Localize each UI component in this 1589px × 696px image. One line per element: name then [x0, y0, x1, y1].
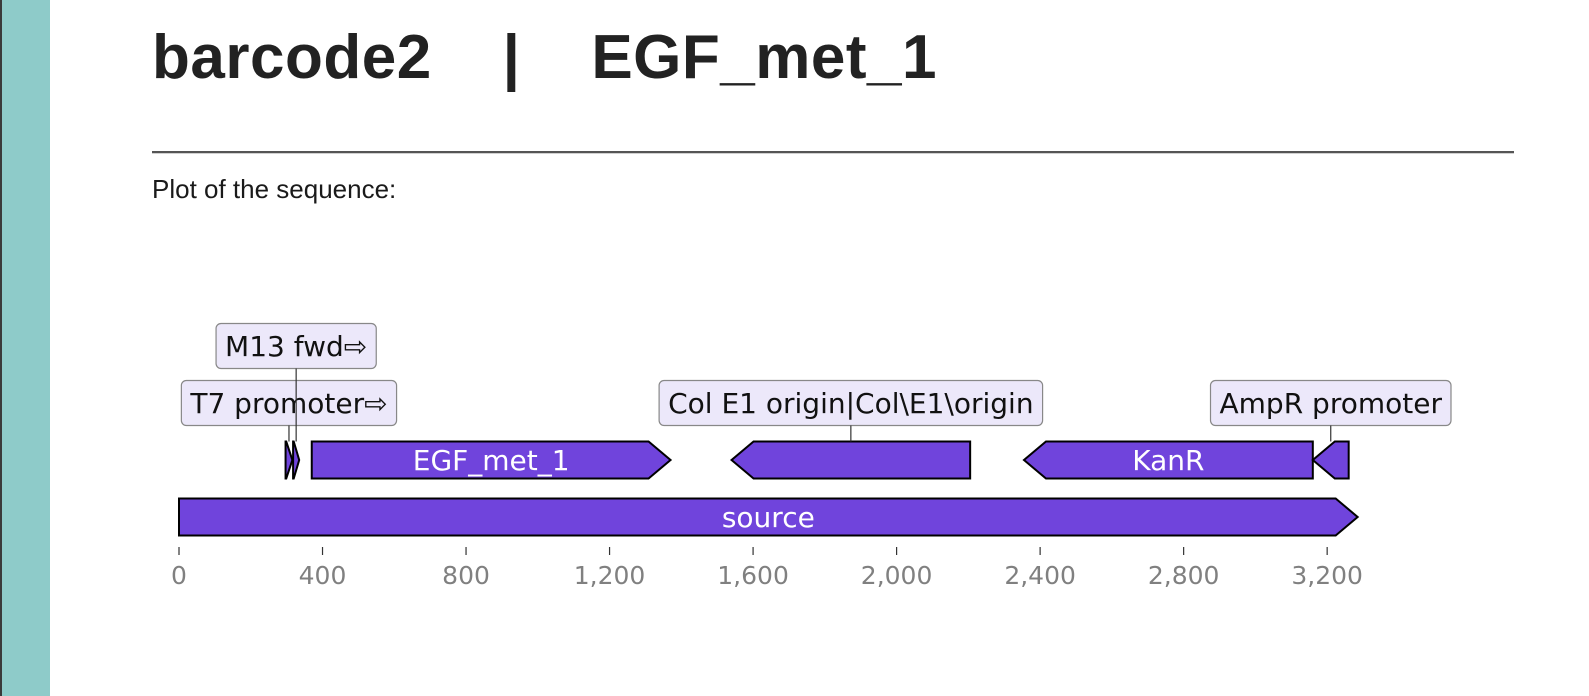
axis-tick-label: 800 [442, 561, 490, 590]
axis-tick-label: 2,400 [1004, 561, 1076, 590]
feature-m13-fwd: M13 fwd⇨ [215, 322, 377, 480]
feature-source: source [178, 497, 1360, 537]
feature-arrow-source [178, 497, 1360, 537]
window-left-edge [0, 0, 2, 696]
feature-label-t7-promoter: T7 promoter⇨ [189, 387, 387, 420]
feature-t7-promoter: T7 promoter⇨ [180, 379, 398, 480]
feature-label-source: source [722, 501, 815, 534]
axis-tick-label: 1,200 [574, 561, 646, 590]
feature-egf-met-1: EGF_met_1 [310, 440, 673, 480]
axis-tick-label: 3,200 [1291, 561, 1363, 590]
sidebar-band [2, 0, 50, 696]
feature-ampr-promoter: AmpR promoter [1209, 379, 1452, 480]
axis-tick-label: 1,600 [717, 561, 789, 590]
axis-tick-label: 2,000 [861, 561, 933, 590]
axis-tick-label: 400 [299, 561, 347, 590]
feature-label-egf-met-1: EGF_met_1 [413, 444, 570, 477]
feature-label-col-e1-origin: Col E1 origin|Col\E1\origin [668, 387, 1033, 420]
feature-arrow-kanr [1022, 440, 1314, 480]
title-divider [152, 151, 1514, 153]
feature-col-e1-origin: Col E1 origin|Col\E1\origin [658, 379, 1044, 480]
feature-arrow-egf-met-1 [310, 440, 673, 480]
feature-label-m13-fwd: M13 fwd⇨ [225, 330, 367, 363]
plot-caption: Plot of the sequence: [152, 174, 397, 204]
feature-label-kanr: KanR [1132, 444, 1204, 477]
feature-label-ampr-promoter: AmpR promoter [1220, 387, 1443, 420]
feature-arrow-ampr-promoter [1311, 440, 1350, 480]
feature-kanr: KanR [1022, 440, 1314, 480]
axis-tick-label: 2,800 [1148, 561, 1220, 590]
page-title: barcode2 | EGF_met_1 [152, 23, 937, 92]
feature-arrow-t7-promoter [284, 440, 294, 480]
feature-arrow-col-e1-origin [729, 440, 972, 480]
axis-tick-label: 0 [171, 561, 187, 590]
feature-arrow-m13-fwd [292, 440, 301, 480]
